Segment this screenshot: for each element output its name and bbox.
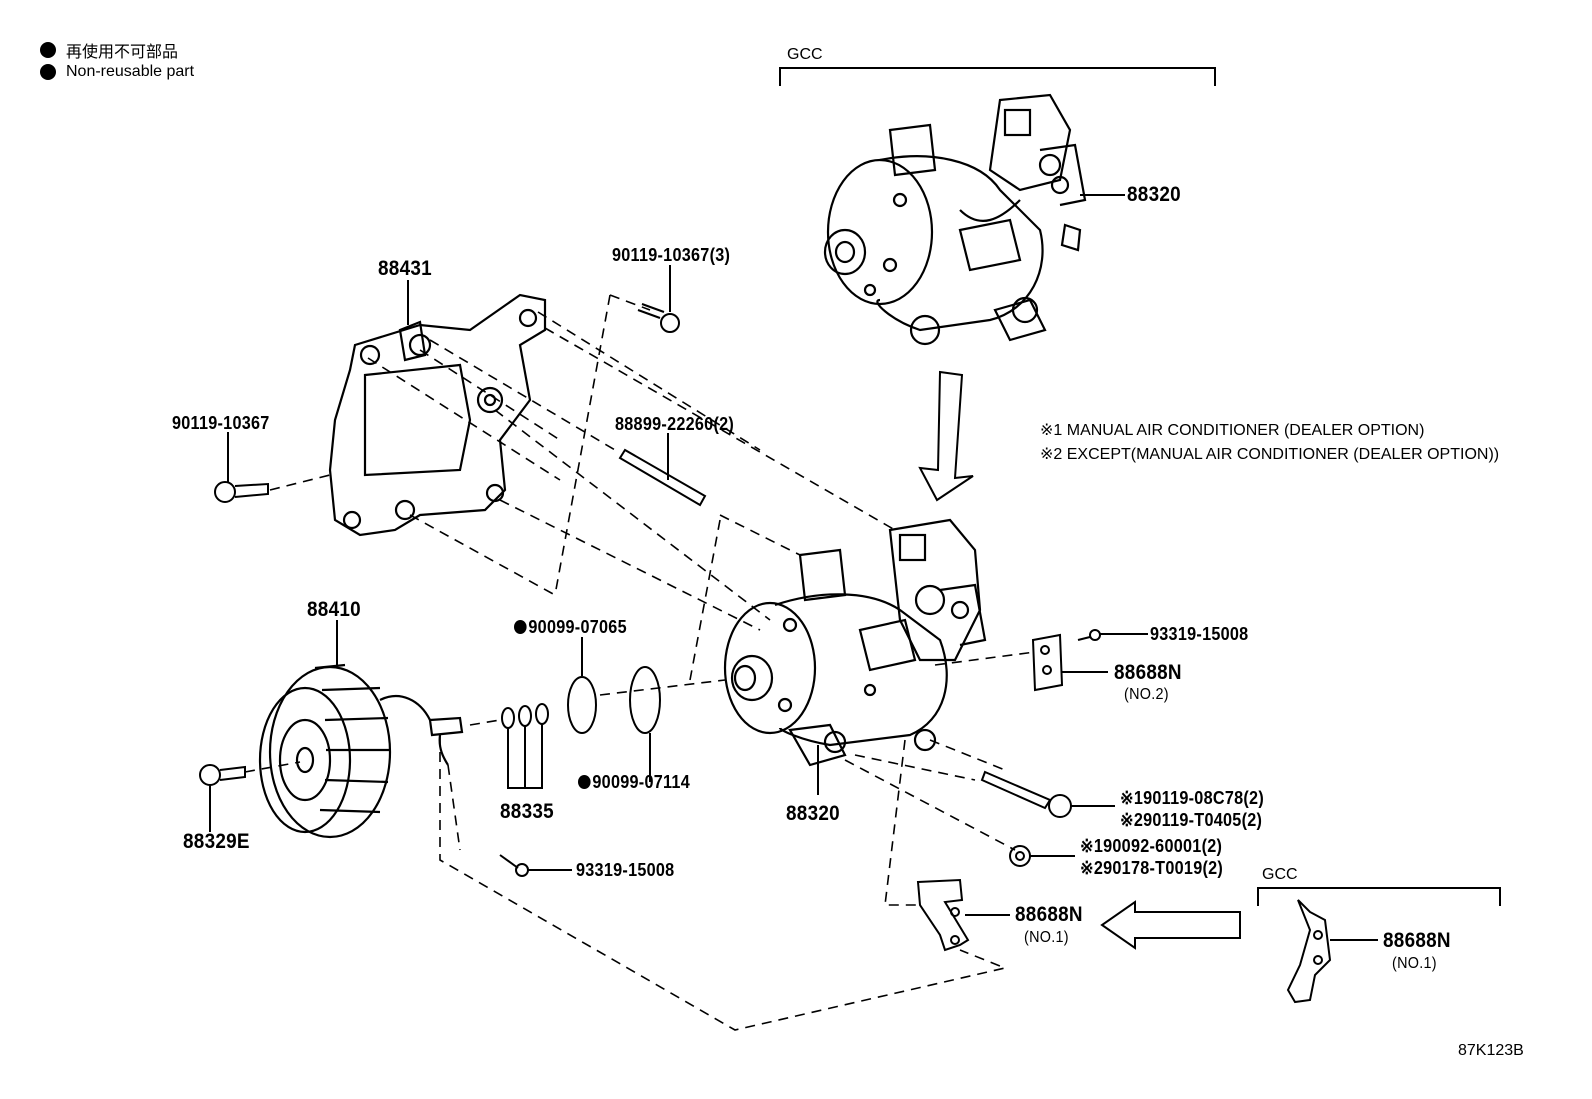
label-88410: 88410 (307, 598, 361, 621)
snap-ring-90099-07114-icon (629, 666, 661, 734)
label-90099-07114: 90099-07114 (578, 772, 690, 793)
legend-en: Non-reusable part (40, 63, 194, 81)
compressor-top-icon (823, 93, 1087, 346)
label-90178-t0019: ※290178-T0019(2) (1080, 858, 1224, 878)
label-88688n-no1: 88688N (1015, 903, 1083, 926)
gcc-bracket-bottom (1257, 887, 1501, 906)
compressor-main-icon (723, 518, 987, 767)
stud-88899-22260-icon (618, 448, 707, 507)
arrow-down-icon (918, 370, 974, 502)
note-2: ※2 EXCEPT(MANUAL AIR CONDITIONER (DEALER… (1040, 446, 1500, 463)
label-90099-07065: 90099-07065 (514, 617, 627, 638)
note-1: ※1 MANUAL AIR CONDITIONER (DEALER OPTION… (1040, 422, 1425, 439)
gcc-bracket-top (779, 67, 1216, 86)
leader-88335 (507, 724, 543, 789)
label-88899-22260: 88899-22260(2) (615, 414, 735, 434)
label-90092-60001: ※190092-60001(2) (1080, 836, 1223, 856)
label-90099-07114-text: 90099-07114 (592, 772, 690, 792)
arrow-left-icon (1100, 900, 1241, 950)
bracket-88688n-gcc-icon (1286, 899, 1332, 1004)
label-88688n-gcc: 88688N (1383, 929, 1451, 952)
label-88688n-no2: 88688N (1114, 661, 1182, 684)
bolt-90119-10367-3-icon (637, 303, 680, 333)
bolt-93319-15008-lower-icon (499, 854, 529, 877)
bracket-88688n-no1-icon (916, 878, 970, 952)
label-90119-t0405: ※290119-T0405(2) (1120, 810, 1263, 830)
bracket-88431-icon (328, 293, 547, 537)
label-93319-15008-lower: 93319-15008 (576, 860, 675, 880)
label-90119-08c78: ※190119-08C78(2) (1120, 788, 1264, 808)
label-88329e: 88329E (183, 830, 250, 853)
bolt-93319-15008-right-icon (1077, 629, 1101, 641)
label-no1: (NO.1) (1024, 929, 1069, 946)
label-88431: 88431 (378, 257, 432, 280)
non-reusable-dot-icon (578, 775, 591, 789)
label-90119-10367: 90119-10367 (172, 413, 270, 433)
dashed-guides (244, 294, 1036, 1031)
legend-jp-text: 再使用不可部品 (66, 44, 179, 61)
label-no1-gcc: (NO.1) (1392, 955, 1437, 972)
non-reusable-dot-icon (514, 620, 527, 634)
non-reusable-dot-icon (40, 64, 56, 80)
bolt-90119-10367-icon (214, 481, 269, 503)
label-90119-10367-3: 90119-10367(3) (612, 245, 731, 265)
label-no2: (NO.2) (1124, 686, 1169, 703)
label-88335: 88335 (500, 800, 554, 823)
non-reusable-dot-icon (40, 42, 56, 58)
legend-jp: 再使用不可部品 (40, 38, 178, 62)
figure-code: 87K123B (1458, 1042, 1524, 1059)
legend-en-text: Non-reusable part (66, 63, 195, 80)
label-93319-15008-right: 93319-15008 (1150, 624, 1249, 644)
bolt-90119-08c78-icon (980, 770, 1072, 818)
label-88320-main: 88320 (786, 802, 840, 825)
label-90099-07065-text: 90099-07065 (528, 617, 627, 637)
pulley-88410-icon (258, 663, 464, 839)
gcc-label-bottom: GCC (1262, 866, 1298, 883)
snap-ring-90099-07065-icon (567, 676, 597, 734)
gcc-label-top: GCC (787, 46, 823, 63)
bracket-88688n-no2-icon (1031, 633, 1064, 692)
bolt-88329e-icon (199, 764, 246, 786)
label-88320-top: 88320 (1127, 183, 1181, 206)
